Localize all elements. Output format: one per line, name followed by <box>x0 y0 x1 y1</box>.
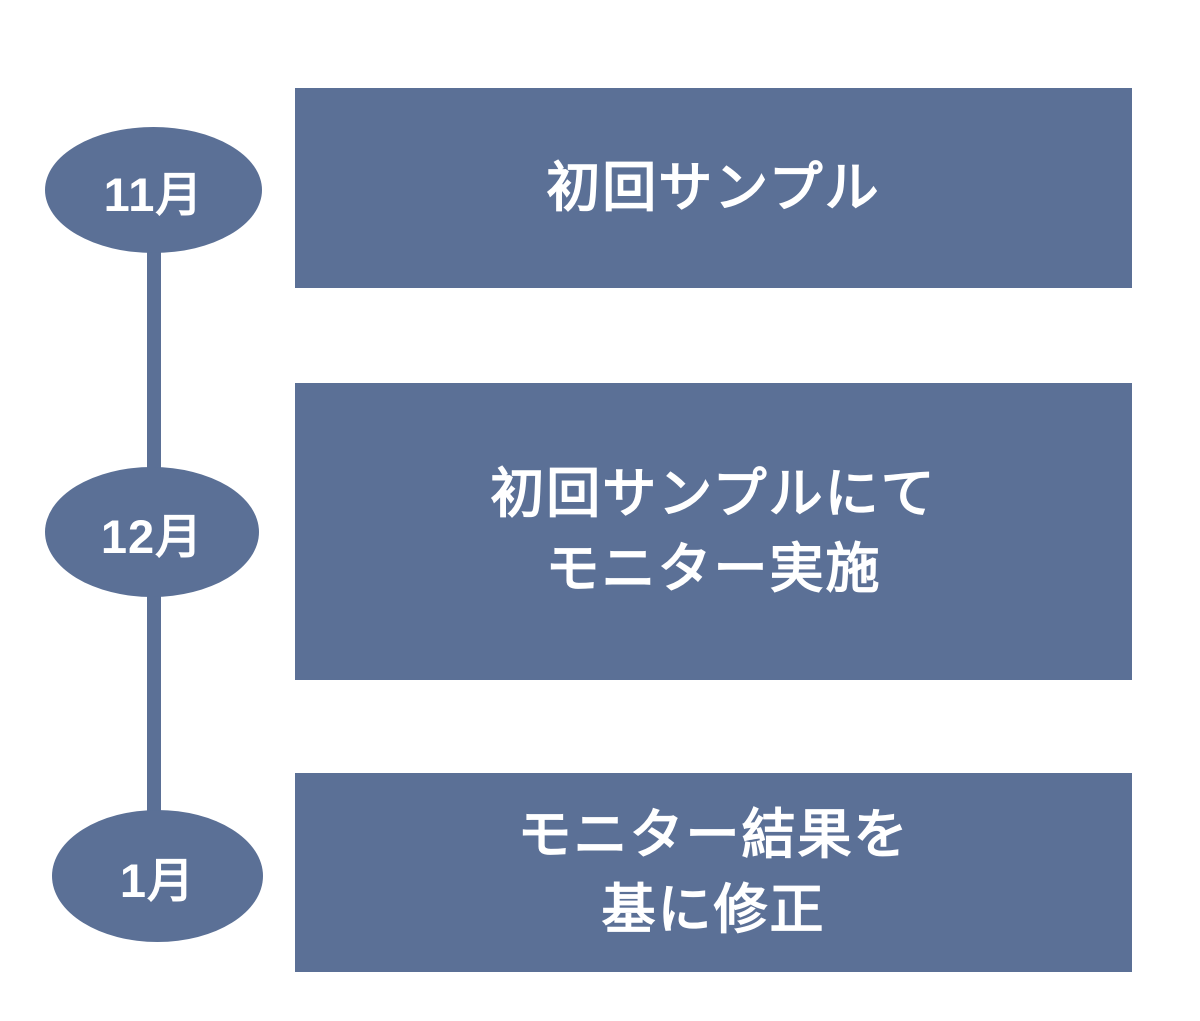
milestone-box-revise: モニター結果を 基に修正 <box>295 773 1132 972</box>
milestone-label-line: 初回サンプル <box>546 157 881 218</box>
milestone-label-line: モニター実施 <box>545 538 882 599</box>
month-label: 1月 <box>119 853 196 907</box>
month-badge-december: 12月 <box>45 467 259 597</box>
milestone-box-monitor-run: 初回サンプルにて モニター実施 <box>295 383 1132 680</box>
month-badge-january: 1月 <box>52 810 263 942</box>
milestone-label-line: モニター結果を <box>517 804 910 865</box>
milestone-box-first-sample: 初回サンプル <box>295 88 1132 288</box>
month-label: 12月 <box>100 509 204 563</box>
milestone-label-line: 初回サンプルにて <box>490 463 937 524</box>
milestone-label-line: 基に修正 <box>601 879 826 940</box>
month-badge-november: 11月 <box>45 127 262 253</box>
month-label: 11月 <box>103 167 204 221</box>
